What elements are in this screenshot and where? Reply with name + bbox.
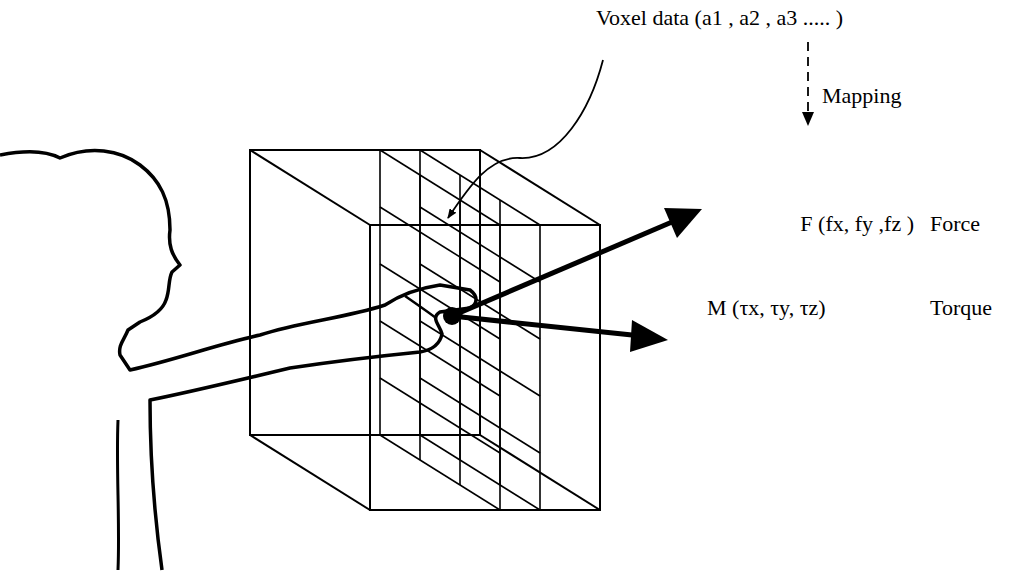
grid-line xyxy=(500,224,540,226)
grid-line xyxy=(539,225,541,510)
grid-line xyxy=(420,435,540,510)
voxel-cube xyxy=(250,150,600,510)
torque-label: Torque xyxy=(930,296,992,320)
grid-line xyxy=(420,321,540,396)
grid-line xyxy=(500,509,540,511)
grid-line xyxy=(380,150,500,225)
grid-line xyxy=(380,435,500,510)
grid-line xyxy=(379,150,381,435)
force-formula: F (fx, fy ,fz ) xyxy=(800,212,914,236)
force-arrow xyxy=(452,222,672,316)
person-silhouette xyxy=(0,151,476,570)
finger-line xyxy=(405,296,436,318)
voxel-data-label: Voxel data (a1 , a2 , a3 ..... ) xyxy=(596,6,843,30)
torque-arrow xyxy=(452,316,632,335)
grid-line xyxy=(420,150,540,225)
grid-line xyxy=(420,378,540,453)
leader-line xyxy=(448,60,603,218)
force-arrowhead xyxy=(664,208,702,238)
grid-line xyxy=(380,378,500,453)
mapping-dashed-line xyxy=(807,42,809,112)
body-line xyxy=(117,420,118,570)
grid-line xyxy=(380,207,500,282)
grid-line xyxy=(380,434,420,436)
grid-line xyxy=(420,207,540,282)
force-label: Force xyxy=(930,212,980,236)
mapping-arrowhead xyxy=(802,112,814,126)
mapping-label: Mapping xyxy=(822,84,901,108)
grid-line xyxy=(499,200,501,485)
grid-line xyxy=(419,175,421,460)
grid-line xyxy=(459,200,461,485)
torque-arrowhead xyxy=(630,320,668,352)
voxel-grid xyxy=(380,150,540,510)
grid-line xyxy=(380,149,420,151)
torque-formula: M (τx, τy, τz) xyxy=(707,296,826,320)
